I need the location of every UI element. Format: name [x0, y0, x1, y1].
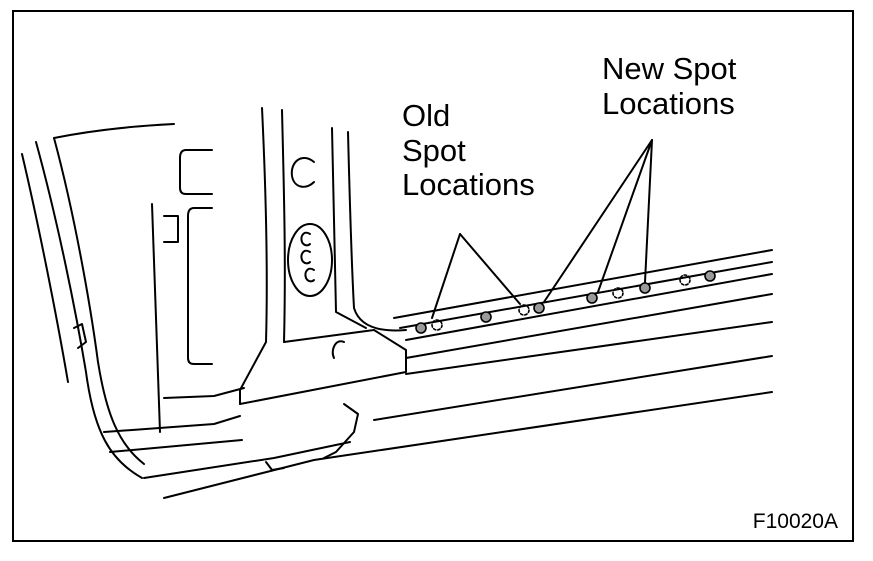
leader-old-2 [459, 233, 521, 305]
weld-new-5 [639, 282, 651, 294]
weld-old-2 [518, 304, 530, 316]
leader-new-2 [597, 139, 653, 293]
weld-old-1 [431, 319, 443, 331]
panel-bottom-step [163, 387, 245, 399]
leader-old-1 [431, 233, 461, 319]
old-spot-leaders [431, 233, 521, 319]
weld-new-3 [533, 302, 545, 314]
old-spot-locations-label: Old Spot Locations [402, 98, 535, 203]
weld-new-2 [480, 311, 492, 323]
weld-old-3 [612, 287, 624, 299]
rocker-bottom-edge [163, 391, 773, 499]
new-spot-label-line-2: Locations [602, 85, 735, 121]
rocker-crease [405, 321, 773, 375]
old-spot-label-line-2: Spot [402, 132, 466, 168]
leader-new-1 [543, 139, 653, 303]
new-spot-locations-label: New Spot Locations [602, 51, 737, 121]
body-upper-line [53, 123, 175, 139]
panel-cutout-small [163, 215, 179, 243]
new-spot-welds [415, 270, 716, 334]
old-spot-welds [431, 274, 691, 331]
pillar-small-hole-3 [304, 267, 315, 283]
leader-new-3 [644, 139, 653, 283]
pillar-lower-hole [331, 340, 345, 359]
rocker-end-bracket [323, 403, 359, 459]
new-spot-leaders [543, 139, 653, 303]
weld-new-4 [586, 292, 598, 304]
rocker-top-flange [393, 249, 773, 319]
weld-old-4 [679, 274, 691, 286]
weld-new-6 [704, 270, 716, 282]
wheel-arch-notch [73, 323, 87, 349]
pillar-small-hole-1 [300, 231, 311, 247]
rocker-lower-step-2 [109, 439, 243, 453]
wheel-arch-inner [53, 137, 145, 465]
inner-panel-edge [151, 203, 161, 433]
pillar-triple-hole-plate [287, 223, 333, 297]
panel-cutout-middle [187, 207, 213, 365]
pillar-left-edge [239, 107, 268, 405]
rocker-flange-edge [405, 273, 773, 341]
wheel-arch-lip [21, 153, 69, 383]
rocker-notch [265, 461, 285, 471]
diagram-frame: Old Spot Locations New Spot Locations F1… [12, 10, 854, 542]
pillar-right-edge [347, 131, 407, 332]
new-spot-label-line-1: New Spot [602, 51, 737, 86]
rocker-lower-step [103, 415, 241, 433]
pillar-inner-right [331, 127, 367, 329]
rocker-bottom-inner [143, 441, 351, 479]
rocker-panel-illustration [21, 107, 773, 499]
pillar-inner-left [281, 109, 286, 343]
pillar-small-hole-2 [300, 249, 311, 265]
old-spot-label-line-1: Old [402, 98, 451, 133]
wheel-arch-outer [35, 141, 143, 479]
figure-code: F10020A [752, 510, 838, 534]
pillar-foot [239, 329, 407, 405]
rocker-upper-face [405, 293, 773, 359]
rocker-lower-crease [373, 355, 773, 421]
weld-new-1 [415, 322, 427, 334]
rocker-flange-inner [399, 261, 773, 329]
panel-cutout-top [179, 149, 213, 195]
pillar-hole-c [290, 157, 315, 188]
pillar-foot-top [283, 329, 375, 343]
old-spot-label-line-3: Locations [402, 167, 535, 203]
